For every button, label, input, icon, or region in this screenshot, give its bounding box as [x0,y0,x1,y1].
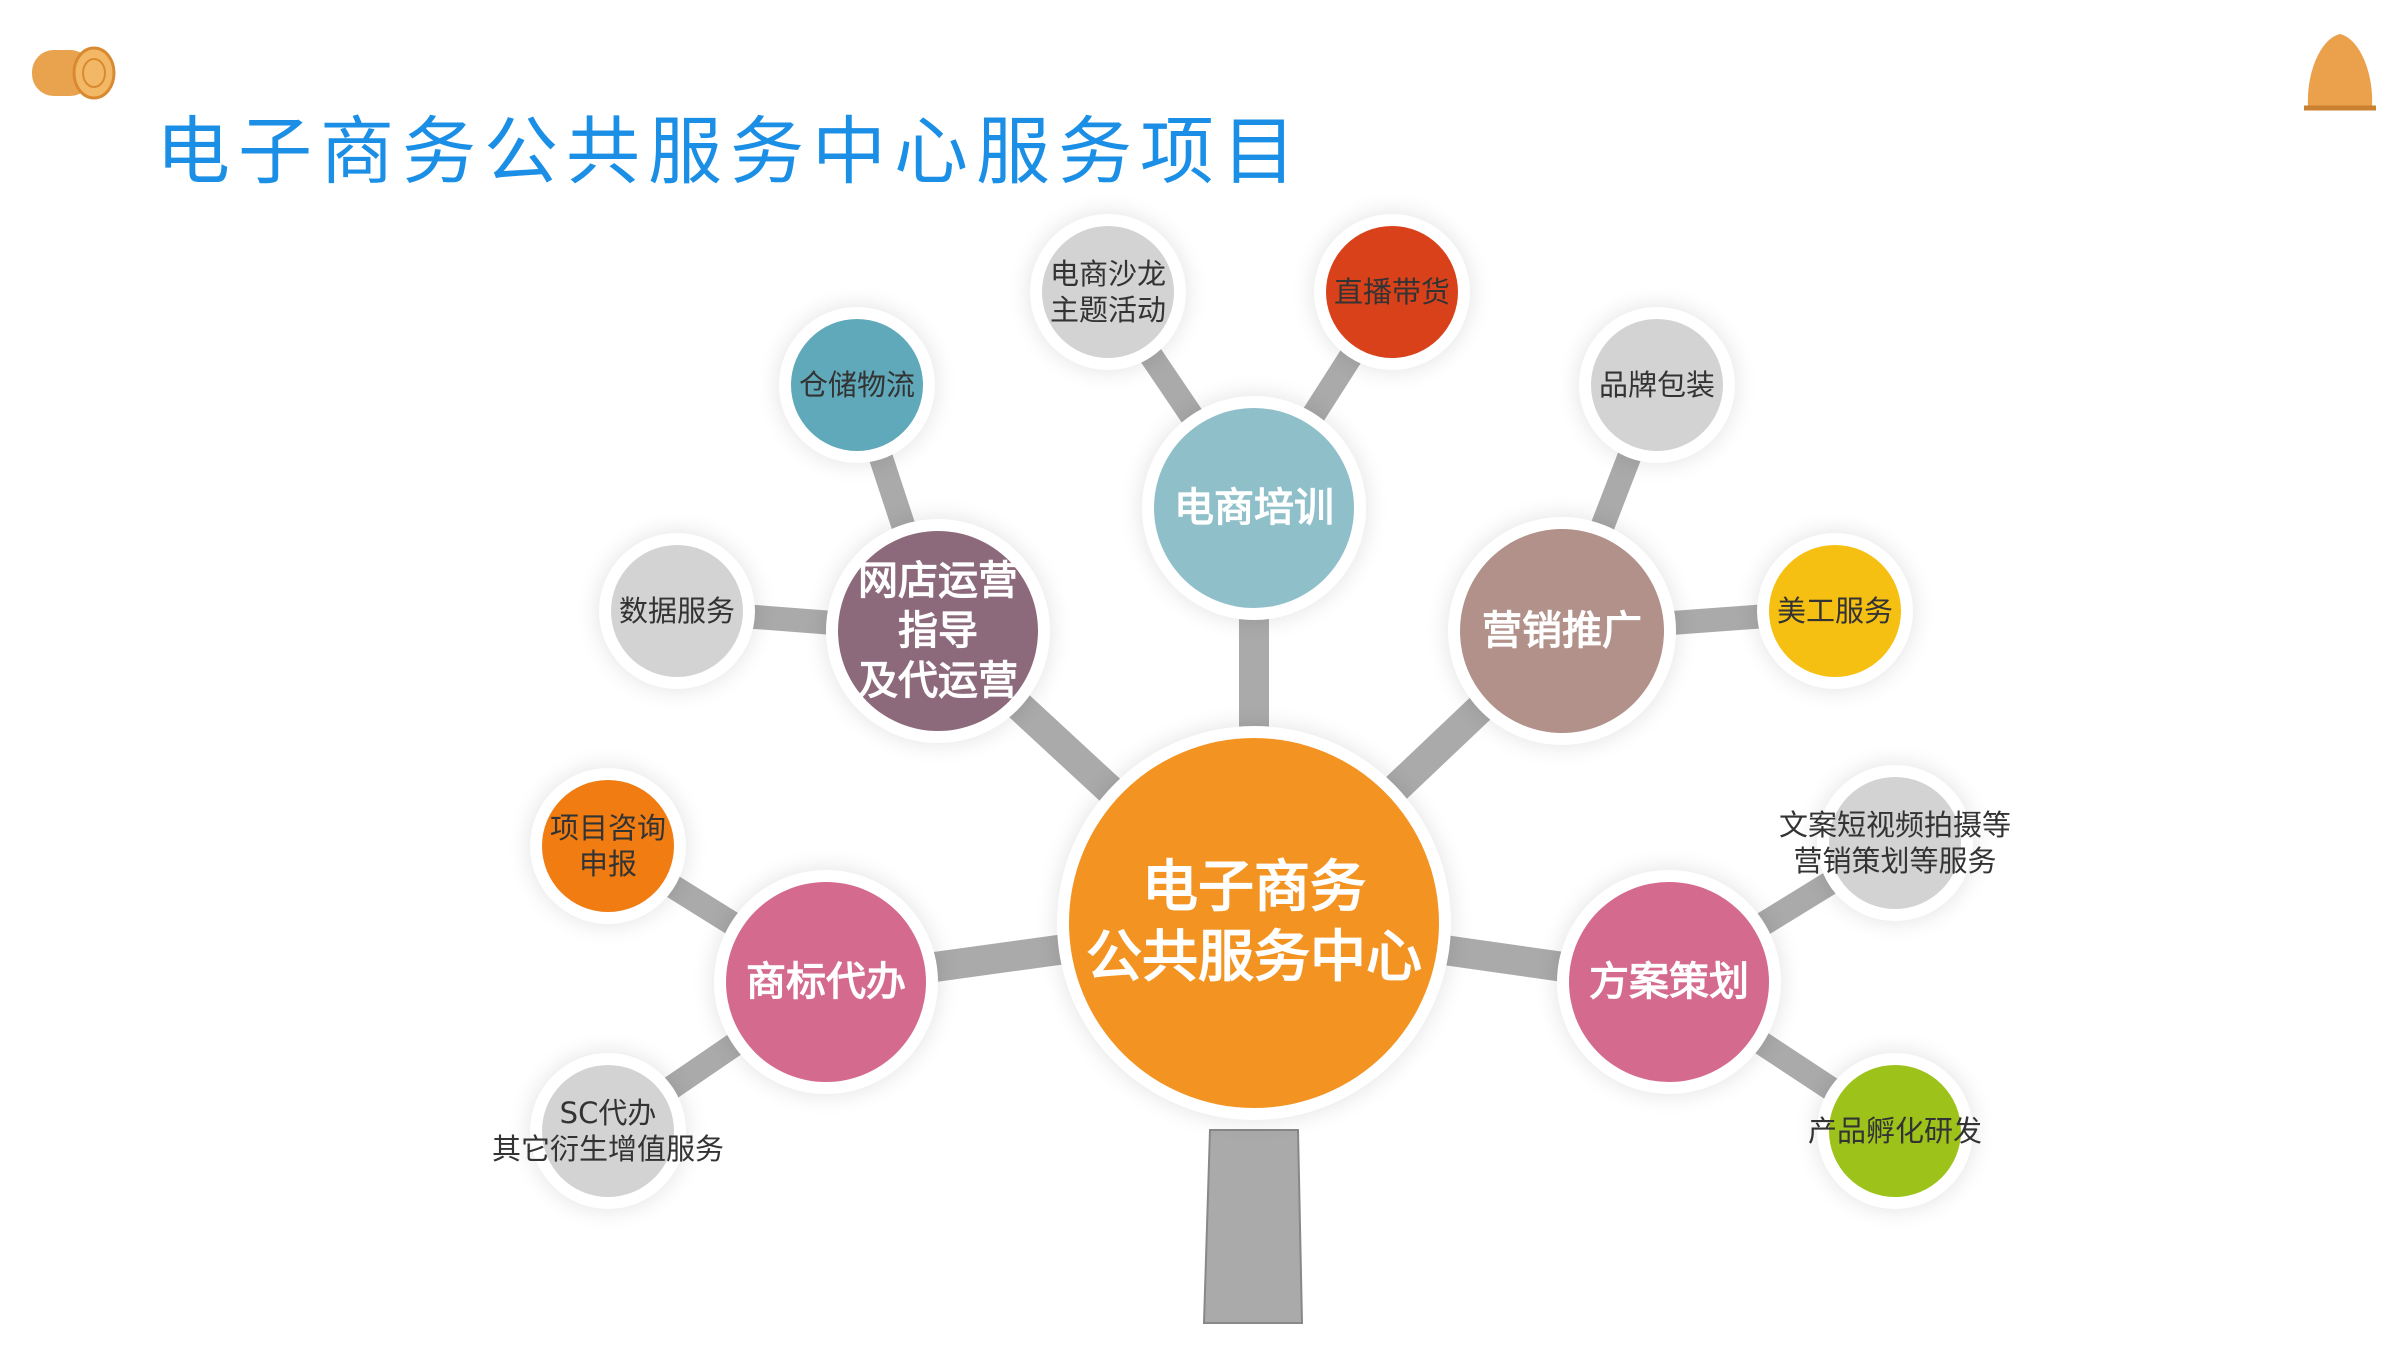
node-label: 商标代办 [746,959,906,1005]
node-shop: 网店运营 指导 及代运营 [838,531,1038,731]
node-label: 美工服务 [1776,593,1893,628]
node-label: 电子商务 公共服务中心 [1086,855,1422,990]
node-label: 品牌包装 [1598,367,1715,402]
node-center: 电子商务 公共服务中心 [1069,738,1439,1108]
tree-trunk [1202,1129,1304,1324]
node-label: 数据服务 [618,593,735,628]
node-label: 文案短视频拍摄等 营销策划等服务 [1779,807,2012,878]
node-sc: SC代办 其它衍生增值服务 [492,1065,724,1197]
node-label: 方案策划 [1589,959,1749,1005]
node-label: 项目咨询 申报 [549,810,666,881]
node-logistics: 仓储物流 [791,319,923,451]
node-trademark: 商标代办 [726,882,926,1082]
hay-bale-icon [28,42,118,106]
node-live: 直播带货 [1326,226,1458,358]
node-label: 仓储物流 [798,367,915,402]
node-salon: 电商沙龙 主题活动 [1042,226,1174,358]
node-copy: 文案短视频拍摄等 营销策划等服务 [1779,777,2011,909]
haystack-icon [2300,30,2380,118]
node-consult: 项目咨询 申报 [542,780,674,912]
node-art: 美工服务 [1769,545,1901,677]
node-label: 网店运营 指导 及代运营 [858,558,1018,704]
node-label: 电商培训 [1174,485,1334,531]
node-label: 直播带货 [1333,274,1450,309]
node-label: 产品孵化研发 [1808,1113,1983,1148]
node-brand: 品牌包装 [1591,319,1723,451]
node-training: 电商培训 [1154,408,1354,608]
node-incubate: 产品孵化研发 [1808,1065,1982,1197]
node-label: 营销推广 [1482,608,1642,654]
node-label: 电商沙龙 主题活动 [1049,256,1166,327]
node-label: SC代办 其它衍生增值服务 [492,1095,725,1166]
node-data: 数据服务 [611,545,743,677]
node-plan: 方案策划 [1569,882,1769,1082]
page-title: 电子商务公共服务中心服务项目 [156,109,1304,195]
node-marketing: 营销推广 [1460,529,1664,733]
